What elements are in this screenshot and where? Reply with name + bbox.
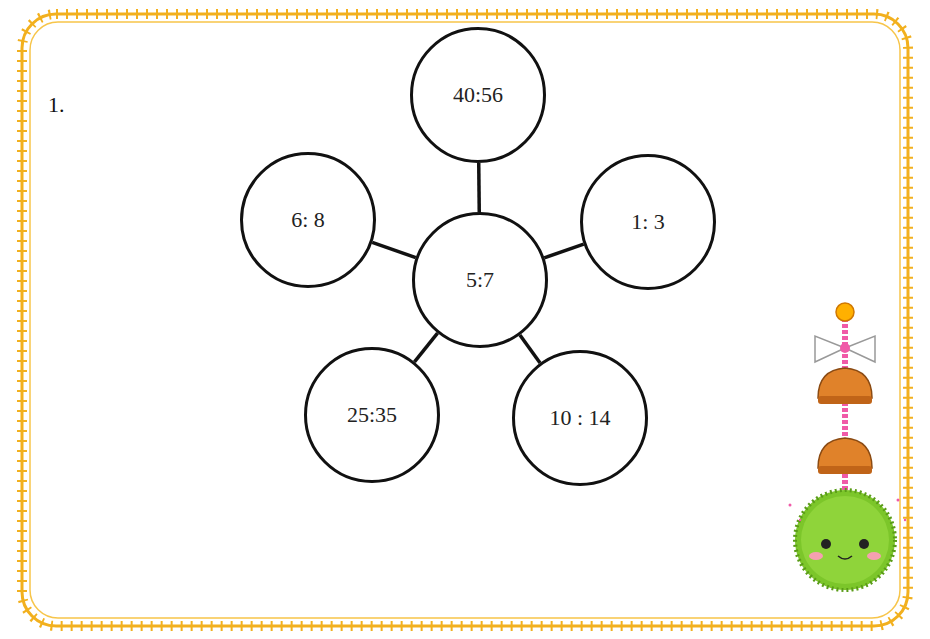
connector-line <box>478 163 480 212</box>
connector-line <box>372 242 416 257</box>
connector-line <box>414 333 437 362</box>
ratio-circle: 1: 3 <box>580 154 716 290</box>
ratio-circle: 10 : 14 <box>512 350 648 486</box>
ratio-circle: 25:35 <box>304 347 440 483</box>
ratio-circle: 5:7 <box>412 212 548 348</box>
ratio-text: 6: 8 <box>291 207 325 233</box>
ratio-circle: 40:56 <box>410 27 546 163</box>
ratio-text: 40:56 <box>453 82 503 108</box>
ratio-text: 5:7 <box>466 267 494 293</box>
ratio-text: 1: 3 <box>631 209 665 235</box>
ratio-text: 10 : 14 <box>549 405 610 431</box>
connector-line <box>544 244 583 258</box>
ratio-circle: 6: 8 <box>240 152 376 288</box>
ratio-text: 25:35 <box>347 402 397 428</box>
question-number: 1. <box>48 92 65 118</box>
connector-line <box>520 335 540 363</box>
